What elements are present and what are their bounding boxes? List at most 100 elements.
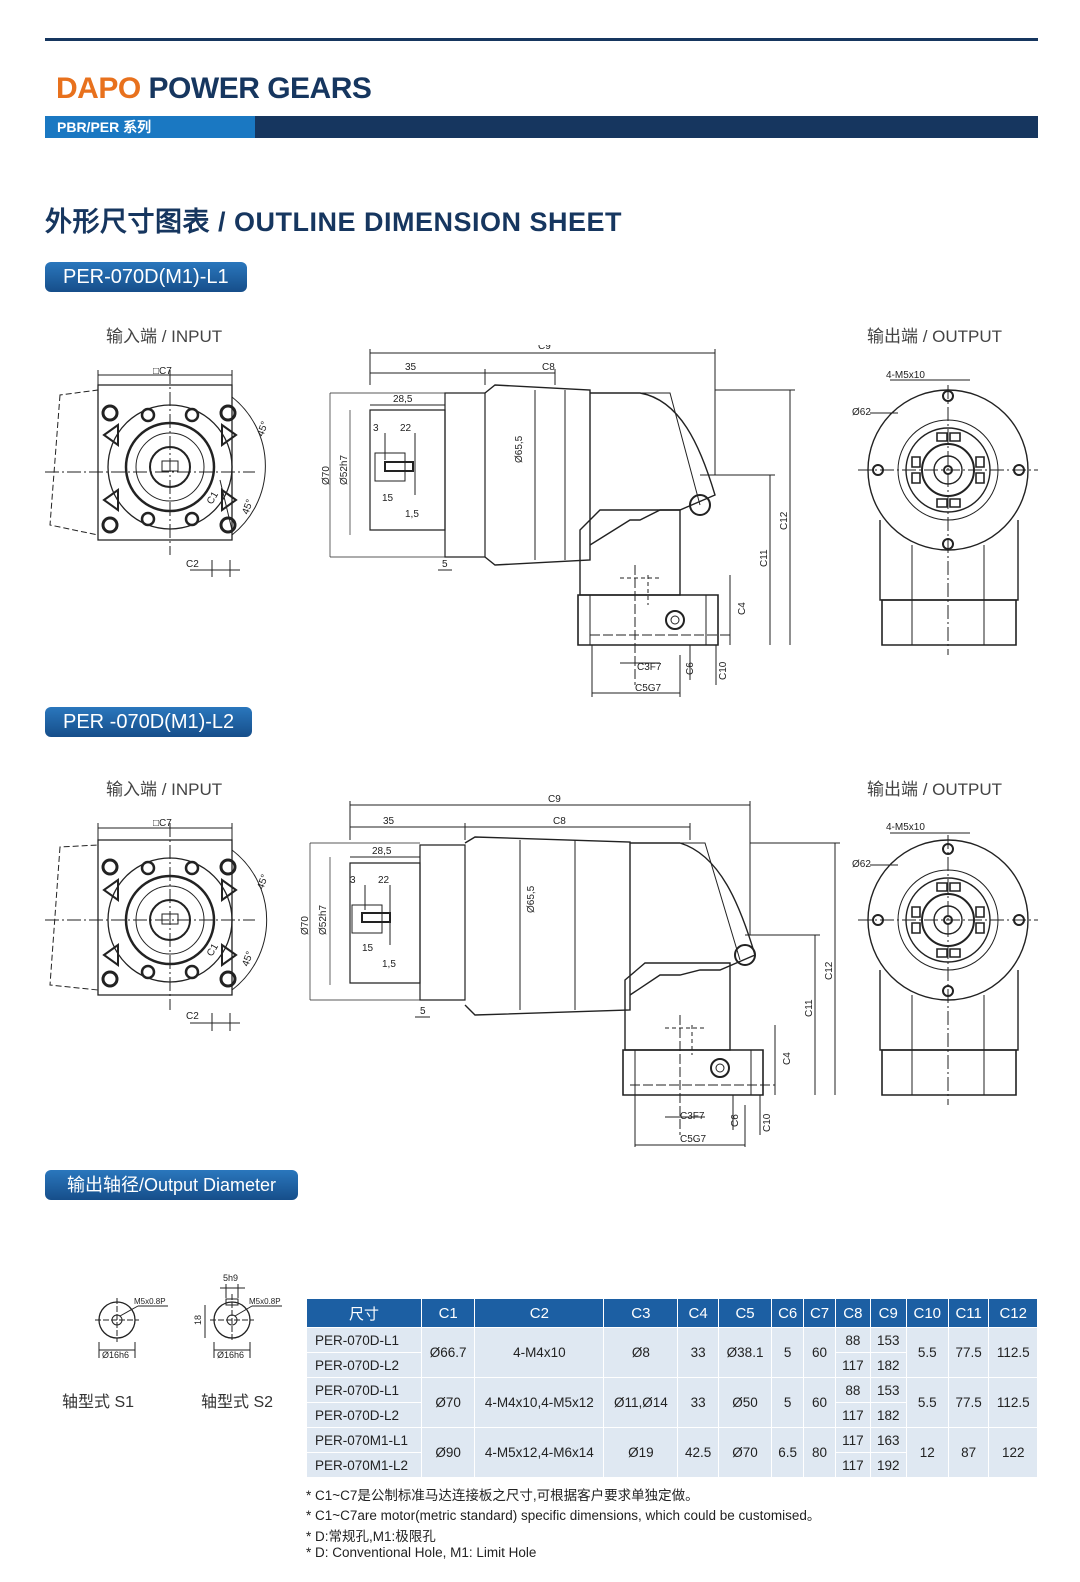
cell-c9: 192 xyxy=(869,1452,907,1478)
label-28-5-l2: 28,5 xyxy=(372,846,392,857)
cell-c10: 12 xyxy=(905,1427,949,1478)
cell-c2: 4-M5x12,4-M6x14 xyxy=(474,1427,605,1478)
label-c10-l1: C10 xyxy=(718,661,729,680)
cell-model: PER-070D-L1 xyxy=(306,1327,422,1353)
table-row: PER-070M1-L2 117 192 xyxy=(306,1452,1038,1478)
cell-c2: 4-M4x10 xyxy=(474,1327,605,1378)
cell-c7: 60 xyxy=(803,1327,837,1378)
cell-c11: 77.5 xyxy=(947,1327,990,1378)
note-2: * C1~C7are motor(metric standard) specif… xyxy=(306,1508,821,1523)
label-c6-l2: C6 xyxy=(730,1114,741,1127)
cell-c12: 122 xyxy=(988,1427,1038,1478)
th-c5: C5 xyxy=(717,1298,773,1328)
cell-c12: 112.5 xyxy=(988,1327,1038,1378)
label-c11-l1: C11 xyxy=(759,549,770,567)
s2-dia-label: Ø16h6 xyxy=(217,1350,244,1360)
label-phi62-l2: Ø62 xyxy=(852,859,871,870)
cell-c7: 80 xyxy=(803,1427,837,1478)
cell-c11: 87 xyxy=(947,1427,990,1478)
label-c7-l1: □C7 xyxy=(153,366,172,377)
th-c11: C11 xyxy=(947,1298,990,1328)
cell-c5: Ø50 xyxy=(717,1377,773,1428)
th-c8: C8 xyxy=(835,1298,871,1328)
table-row: PER-070M1-L1 Ø90 4-M5x12,4-M6x14 Ø19 42.… xyxy=(306,1427,1038,1478)
drawing-l2: □C7 C2 45° 45° C1 C9 C8 35 28,5 3 22 15 … xyxy=(40,795,1040,1155)
label-c6-l1: C6 xyxy=(685,662,696,675)
cell-c3: Ø8 xyxy=(603,1327,679,1378)
label-15-l1: 15 xyxy=(382,493,394,504)
label-3-l1: 3 xyxy=(373,423,379,434)
th-c2: C2 xyxy=(474,1298,605,1328)
cell-c1: Ø66.7 xyxy=(420,1327,476,1378)
label-1-5-l1: 1,5 xyxy=(405,509,419,520)
label-c9-l2: C9 xyxy=(548,795,561,805)
cell-c3: Ø11,Ø14 xyxy=(603,1377,679,1428)
cell-c11: 77.5 xyxy=(947,1377,990,1428)
input-view-l1 xyxy=(45,370,265,577)
side-view-l2 xyxy=(310,801,840,1147)
label-35-l2: 35 xyxy=(383,816,395,827)
cell-c2: 4-M4x10,4-M5x12 xyxy=(474,1377,605,1428)
th-c12: C12 xyxy=(988,1298,1038,1328)
table-row: PER-070D-L2 117 182 xyxy=(306,1402,1038,1428)
cell-c9: 182 xyxy=(869,1402,907,1428)
label-c3f7-l2: C3F7 xyxy=(680,1111,705,1122)
label-c10-l2: C10 xyxy=(762,1113,773,1132)
cell-c4: 33 xyxy=(677,1377,719,1428)
label-22-l1: 22 xyxy=(400,423,412,434)
table-row: PER-070D-L1 Ø66.7 4-M4x10 Ø8 33 Ø38.1 5 … xyxy=(306,1327,1038,1378)
cell-c8: 88 xyxy=(835,1377,871,1403)
table-row: PER-070D-L2 117 182 xyxy=(306,1352,1038,1378)
cell-model: PER-070M1-L2 xyxy=(306,1452,422,1478)
shaft-s1 xyxy=(95,1298,168,1358)
label-15-l2: 15 xyxy=(362,943,374,954)
cell-c9: 153 xyxy=(869,1377,907,1403)
s1-dia-label: Ø16h6 xyxy=(102,1350,129,1360)
label-45b-l1: 45° xyxy=(240,498,256,516)
label-c2-l2: C2 xyxy=(186,1011,199,1022)
series-bar xyxy=(45,116,1038,138)
label-m5x10-l2: 4-M5x10 xyxy=(886,822,925,833)
th-size: 尺寸 xyxy=(306,1298,422,1328)
cell-model: PER-070D-L1 xyxy=(306,1377,422,1403)
note-3: * D:常规孔,M1:极限孔 xyxy=(306,1529,436,1544)
cell-c9: 182 xyxy=(869,1352,907,1378)
brand-logo: DAPO POWER GEARS xyxy=(56,72,372,106)
label-phi65-l1: Ø65,5 xyxy=(514,435,525,463)
s2-thread-label: M5x0.8P xyxy=(249,1297,281,1306)
label-1-5-l2: 1,5 xyxy=(382,959,396,970)
side-view-l1 xyxy=(330,349,795,697)
s1-thread-label: M5x0.8P xyxy=(134,1297,166,1306)
sheet-title: 外形尺寸图表 / OUTLINE DIMENSION SHEET xyxy=(45,207,623,237)
cell-c5: Ø38.1 xyxy=(717,1327,773,1378)
drawing-l1: □C7 C2 45° 45° C1 C9 C8 35 28,5 3 22 15 … xyxy=(40,345,1040,705)
cell-model: PER-070D-L2 xyxy=(306,1352,422,1378)
table-row: PER-070D-L1 Ø70 4-M4x10,4-M5x12 Ø11,Ø14 … xyxy=(306,1377,1038,1428)
brand-part2: POWER GEARS xyxy=(148,72,372,105)
note-1: * C1~C7是公制标准马达连接板之尺寸,可根据客户要求单独定做。 xyxy=(306,1488,699,1503)
cell-c4: 33 xyxy=(677,1327,719,1378)
cell-c6: 5 xyxy=(771,1377,805,1428)
label-c12-l1: C12 xyxy=(779,511,790,530)
cell-model: PER-070D-L2 xyxy=(306,1402,422,1428)
brand-part1: DAPO xyxy=(56,72,141,105)
output-view-l2 xyxy=(858,833,1038,1105)
label-22-l2: 22 xyxy=(378,875,390,886)
cell-c8: 88 xyxy=(835,1327,871,1353)
output-label-l2: 输出端 / OUTPUT xyxy=(867,780,1003,799)
cell-c9: 153 xyxy=(869,1327,907,1353)
label-35-l1: 35 xyxy=(405,362,417,373)
cell-c9: 163 xyxy=(869,1427,907,1453)
label-c4-l2: C4 xyxy=(782,1052,793,1065)
label-45a-l1: 45° xyxy=(255,420,271,438)
label-phi52-l2: Ø52h7 xyxy=(318,905,329,935)
label-c5g7-l1: C5G7 xyxy=(635,683,662,694)
label-phi65-l2: Ø65,5 xyxy=(526,885,537,913)
label-phi52-l1: Ø52h7 xyxy=(339,455,350,485)
spec-table: 尺寸 C1 C2 C3 C4 C5 C6 C7 C8 C9 C10 C11 C1… xyxy=(306,1298,1038,1478)
label-c8-l1: C8 xyxy=(542,362,555,373)
label-phi70-l1: Ø70 xyxy=(321,466,332,485)
label-5-l2: 5 xyxy=(420,1006,426,1017)
label-3-l2: 3 xyxy=(350,875,356,886)
model-pill-l2: PER -070D(M1)-L2 xyxy=(45,707,253,737)
